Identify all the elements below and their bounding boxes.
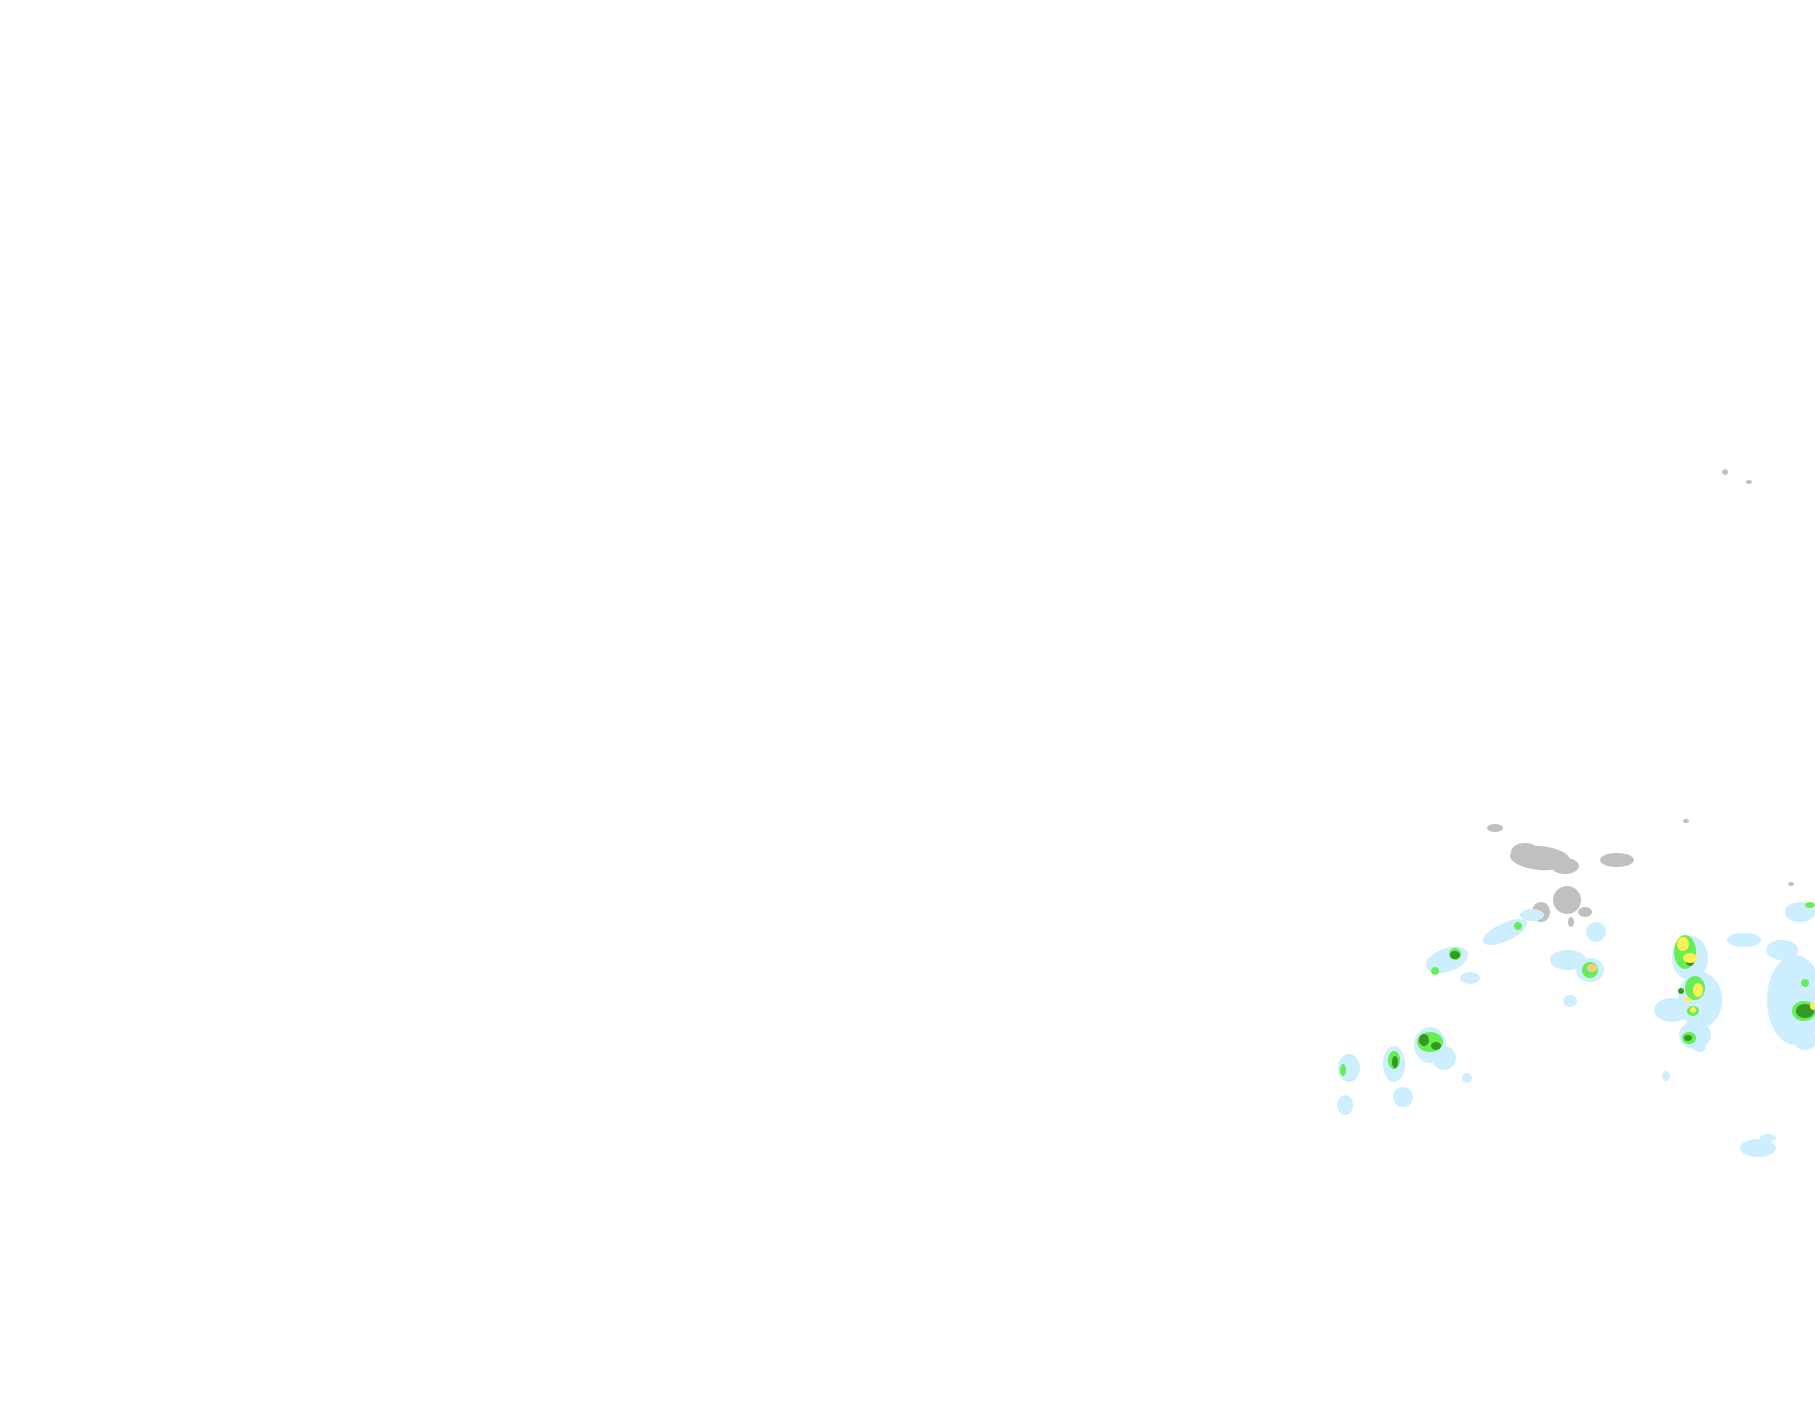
intense-precip-blob bbox=[1685, 997, 1691, 1003]
cloud-blob bbox=[1788, 882, 1794, 886]
light-precip-blob bbox=[1767, 955, 1815, 1045]
intense-precip-blob bbox=[1683, 953, 1697, 963]
light-precip-blob bbox=[1393, 1087, 1413, 1107]
intense-precip-layer bbox=[1587, 937, 1815, 1013]
intense-precip-blob bbox=[1677, 937, 1689, 951]
heavy-precip-blob bbox=[1392, 1056, 1398, 1068]
cloud-blob bbox=[1600, 853, 1634, 867]
moderate-precip-blob bbox=[1340, 1064, 1346, 1076]
cloud-blob bbox=[1683, 819, 1689, 823]
light-precip-blob bbox=[1766, 940, 1798, 960]
intense-precip-blob bbox=[1693, 983, 1703, 997]
moderate-precip-blob bbox=[1805, 902, 1815, 908]
heavy-precip-blob bbox=[1796, 1004, 1814, 1018]
light-precip-blob bbox=[1793, 1030, 1815, 1050]
light-precip-blob bbox=[1550, 950, 1586, 970]
cloud-blob bbox=[1511, 843, 1539, 861]
heavy-precip-blob bbox=[1431, 1042, 1441, 1050]
heavy-precip-blob bbox=[1684, 1035, 1692, 1041]
cloud-blob bbox=[1553, 886, 1581, 914]
heavy-precip-layer bbox=[1392, 951, 1814, 1068]
light-precip-blob bbox=[1460, 972, 1480, 984]
cloud-layer bbox=[1487, 469, 1794, 933]
heavy-precip-blob bbox=[1450, 951, 1460, 959]
peak-precip-blob bbox=[1587, 964, 1597, 972]
cloud-blob bbox=[1722, 469, 1728, 475]
cloud-blob bbox=[1551, 858, 1579, 874]
cloud-blob bbox=[1578, 907, 1592, 917]
light-precip-layer bbox=[1337, 902, 1815, 1157]
intense-precip-blob bbox=[1810, 1002, 1815, 1010]
cloud-blob bbox=[1487, 824, 1503, 832]
light-precip-blob bbox=[1740, 1139, 1776, 1157]
light-precip-blob bbox=[1654, 998, 1690, 1022]
cloud-blob bbox=[1568, 917, 1574, 927]
light-precip-blob bbox=[1694, 1044, 1706, 1052]
moderate-precip-blob bbox=[1431, 967, 1439, 975]
light-precip-blob bbox=[1662, 1071, 1670, 1081]
light-precip-blob bbox=[1760, 1134, 1776, 1142]
light-precip-blob bbox=[1586, 922, 1606, 942]
moderate-precip-layer bbox=[1340, 902, 1815, 1076]
heavy-precip-blob bbox=[1678, 988, 1684, 994]
light-precip-blob bbox=[1482, 918, 1528, 946]
light-precip-blob bbox=[1337, 1095, 1353, 1115]
light-precip-blob bbox=[1462, 1073, 1472, 1083]
moderate-precip-blob bbox=[1801, 979, 1809, 987]
cloud-blob bbox=[1746, 480, 1752, 484]
moderate-precip-blob bbox=[1514, 922, 1522, 930]
light-precip-blob bbox=[1563, 995, 1577, 1007]
light-precip-blob bbox=[1520, 909, 1544, 921]
intense-precip-blob bbox=[1690, 1007, 1696, 1013]
heavy-precip-blob bbox=[1419, 1034, 1429, 1046]
light-precip-blob bbox=[1432, 1046, 1456, 1070]
light-precip-blob bbox=[1727, 933, 1761, 947]
